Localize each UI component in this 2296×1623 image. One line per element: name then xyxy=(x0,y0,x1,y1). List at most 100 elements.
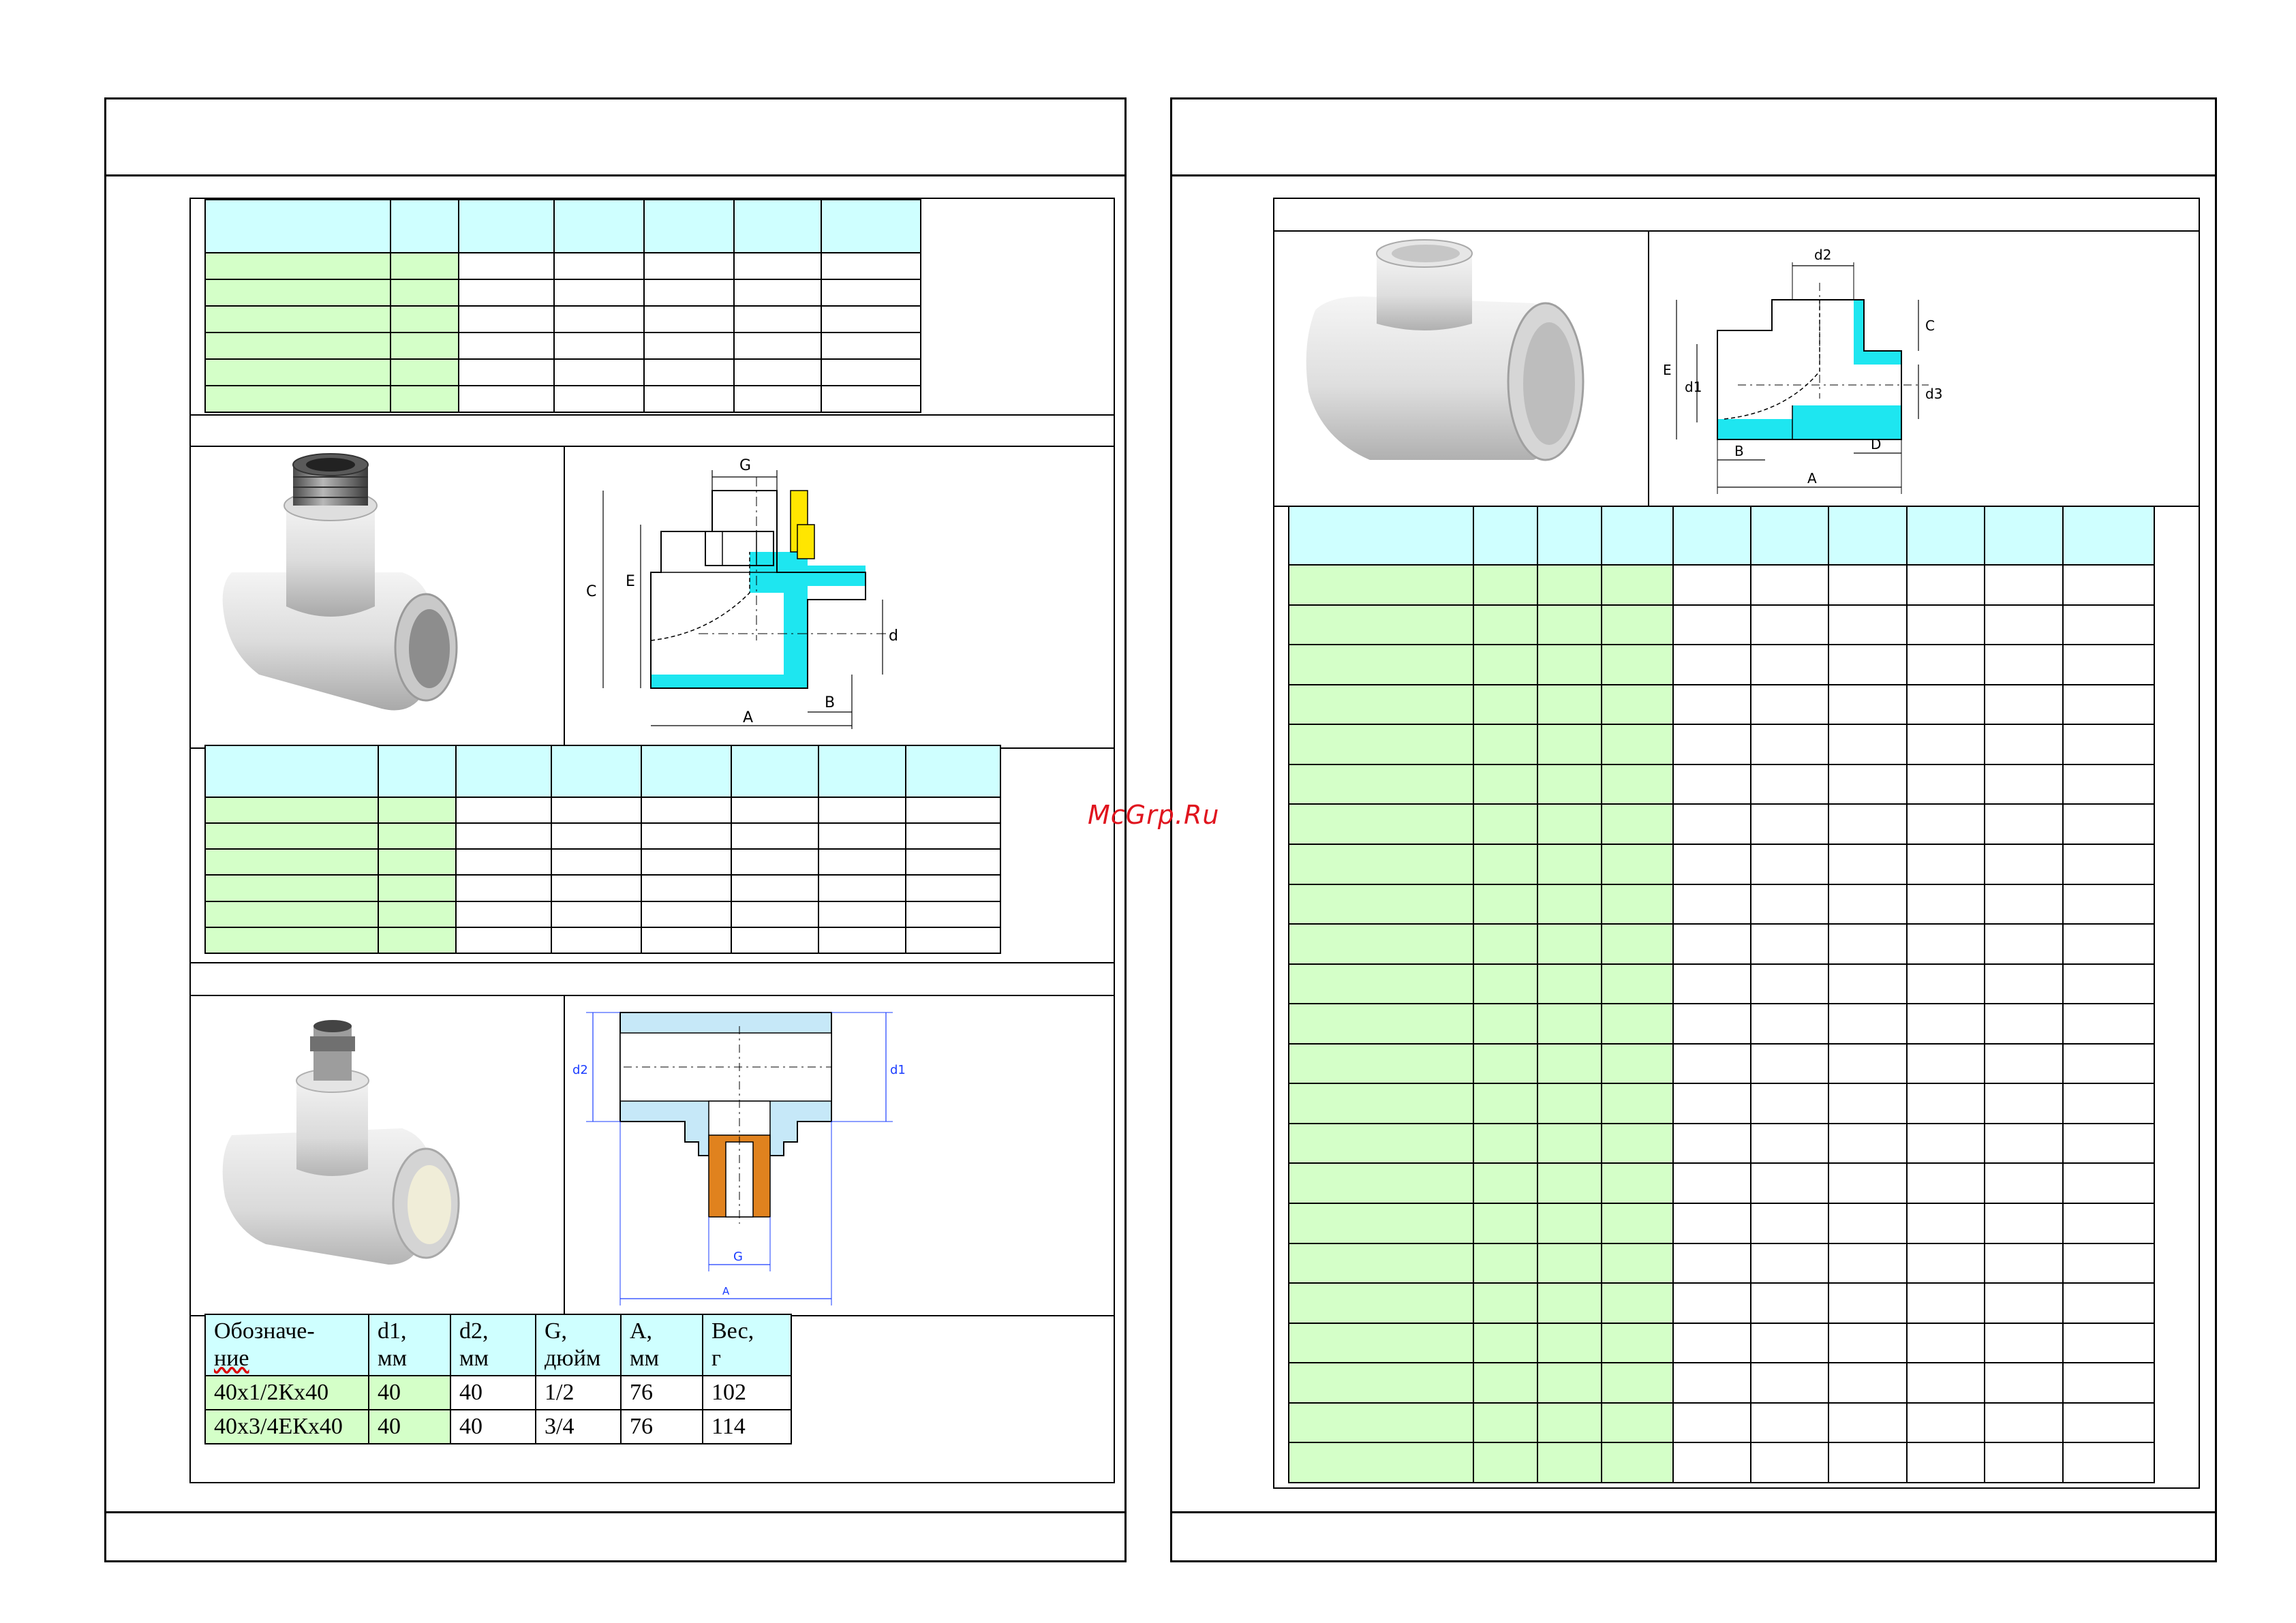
table-cell xyxy=(1750,1282,1830,1324)
header-cell xyxy=(1537,506,1603,566)
table-cell xyxy=(1905,763,1986,805)
header-A: A,мм xyxy=(620,1314,703,1376)
header-text: Обозначе- xyxy=(214,1318,315,1344)
table-row xyxy=(1288,1042,2156,1085)
header-text: d1, xyxy=(378,1318,407,1344)
table-cell xyxy=(1472,1162,1539,1204)
table-cell xyxy=(1750,1242,1830,1284)
table-cell xyxy=(1472,644,1539,685)
header-text: мм xyxy=(459,1346,489,1371)
header-cell xyxy=(1601,506,1674,566)
dim-label-A2: A xyxy=(722,1285,730,1297)
left-section-divider-5 xyxy=(189,995,1115,996)
table-cell xyxy=(1537,564,1603,606)
table-cell xyxy=(1750,1442,1830,1483)
table-cell xyxy=(1601,923,1674,965)
table-cell xyxy=(1672,1083,1752,1124)
table-cell xyxy=(1828,1282,1908,1324)
table-cell xyxy=(1537,843,1603,885)
left-image-divider-1 xyxy=(564,446,565,747)
dim-label-A: A xyxy=(743,709,753,726)
table-cell xyxy=(2062,683,2156,726)
right-image-divider xyxy=(1648,230,1649,506)
cell-designation: 40x3/4ЕКx40 xyxy=(204,1409,369,1444)
table-cell xyxy=(1828,1003,1908,1045)
drawing-reducing-tee: d2 E d1 C d3 B D A xyxy=(1663,247,1942,494)
table-cell xyxy=(1537,683,1603,726)
table-cell xyxy=(1828,683,1908,726)
table-cell xyxy=(1905,644,1986,685)
table-cell xyxy=(1288,1122,1474,1164)
table-cell xyxy=(1828,1122,1908,1164)
table-cell xyxy=(1601,604,1674,646)
table-cell xyxy=(1537,1083,1603,1124)
table-row xyxy=(1288,564,2156,606)
table-cell xyxy=(1750,963,1830,1005)
spec-table-reducing-tee xyxy=(1288,506,2156,1483)
table-cell xyxy=(1828,604,1908,646)
table-cell xyxy=(1601,1402,1674,1444)
cell-G: 3/4 xyxy=(535,1409,622,1444)
left-section-divider-1 xyxy=(189,414,1115,416)
table-cell xyxy=(1905,1162,1986,1204)
table-cell xyxy=(1984,1042,2064,1085)
table-cell xyxy=(1537,1402,1603,1444)
table-cell xyxy=(1984,1083,2064,1124)
table-cell xyxy=(2062,644,2156,685)
table-cell xyxy=(1750,1003,1830,1045)
table-cell xyxy=(1472,1322,1539,1364)
left-content-frame xyxy=(189,198,1115,1483)
table-cell xyxy=(1828,923,1908,965)
table-cell xyxy=(1537,1282,1603,1324)
table-cell xyxy=(1537,1162,1603,1204)
table-cell xyxy=(2062,1362,2156,1404)
left-header-divider xyxy=(106,174,1124,176)
dim-label-d2: d2 xyxy=(572,1063,588,1077)
table-row xyxy=(1288,1322,2156,1364)
header-text: дюйм xyxy=(545,1346,601,1371)
table-cell xyxy=(1472,564,1539,606)
table-cell xyxy=(1984,683,2064,726)
dim-label-E: E xyxy=(626,573,635,590)
table-cell xyxy=(1828,1042,1908,1085)
table-cell xyxy=(1601,963,1674,1005)
table-cell xyxy=(1288,644,1474,685)
table-cell xyxy=(1601,883,1674,925)
dim-label-A-right: A xyxy=(1807,470,1817,486)
table-cell xyxy=(1828,564,1908,606)
product-photo-tee-small-thread xyxy=(222,1020,460,1265)
right-page xyxy=(1170,97,2217,1562)
table-row xyxy=(1288,1122,2156,1164)
table-cell xyxy=(1601,763,1674,805)
table-cell xyxy=(1288,763,1474,805)
table-cell xyxy=(1537,644,1603,685)
drawing-tee-threaded: G C E d A B xyxy=(586,457,898,729)
header-cell xyxy=(1750,506,1830,566)
cell-A: 76 xyxy=(620,1409,703,1444)
table-cell xyxy=(1750,604,1830,646)
dim-label-D-right: D xyxy=(1871,436,1881,452)
table-cell xyxy=(1672,963,1752,1005)
dim-label-C: C xyxy=(586,583,596,600)
table-cell xyxy=(1288,1083,1474,1124)
product-photo-tee-threaded xyxy=(222,453,458,711)
table-cell xyxy=(1672,1322,1752,1364)
table-cell xyxy=(1537,604,1603,646)
dim-label-E-right: E xyxy=(1663,362,1672,378)
table-cell xyxy=(2062,724,2156,765)
table-cell xyxy=(1288,683,1474,726)
table-cell xyxy=(2062,1402,2156,1444)
table-cell xyxy=(1984,923,2064,965)
right-footer-divider xyxy=(1172,1511,2215,1513)
table-cell xyxy=(1984,883,2064,925)
table-cell xyxy=(1537,1362,1603,1404)
spec-table-1 xyxy=(204,199,921,413)
table-cell xyxy=(1672,683,1752,726)
table-cell xyxy=(1537,1003,1603,1045)
table-cell xyxy=(1601,1242,1674,1284)
table-cell xyxy=(2062,1003,2156,1045)
table-cell xyxy=(2062,883,2156,925)
table-cell xyxy=(1288,923,1474,965)
table-cell xyxy=(1828,1362,1908,1404)
table-cell xyxy=(1601,1282,1674,1324)
